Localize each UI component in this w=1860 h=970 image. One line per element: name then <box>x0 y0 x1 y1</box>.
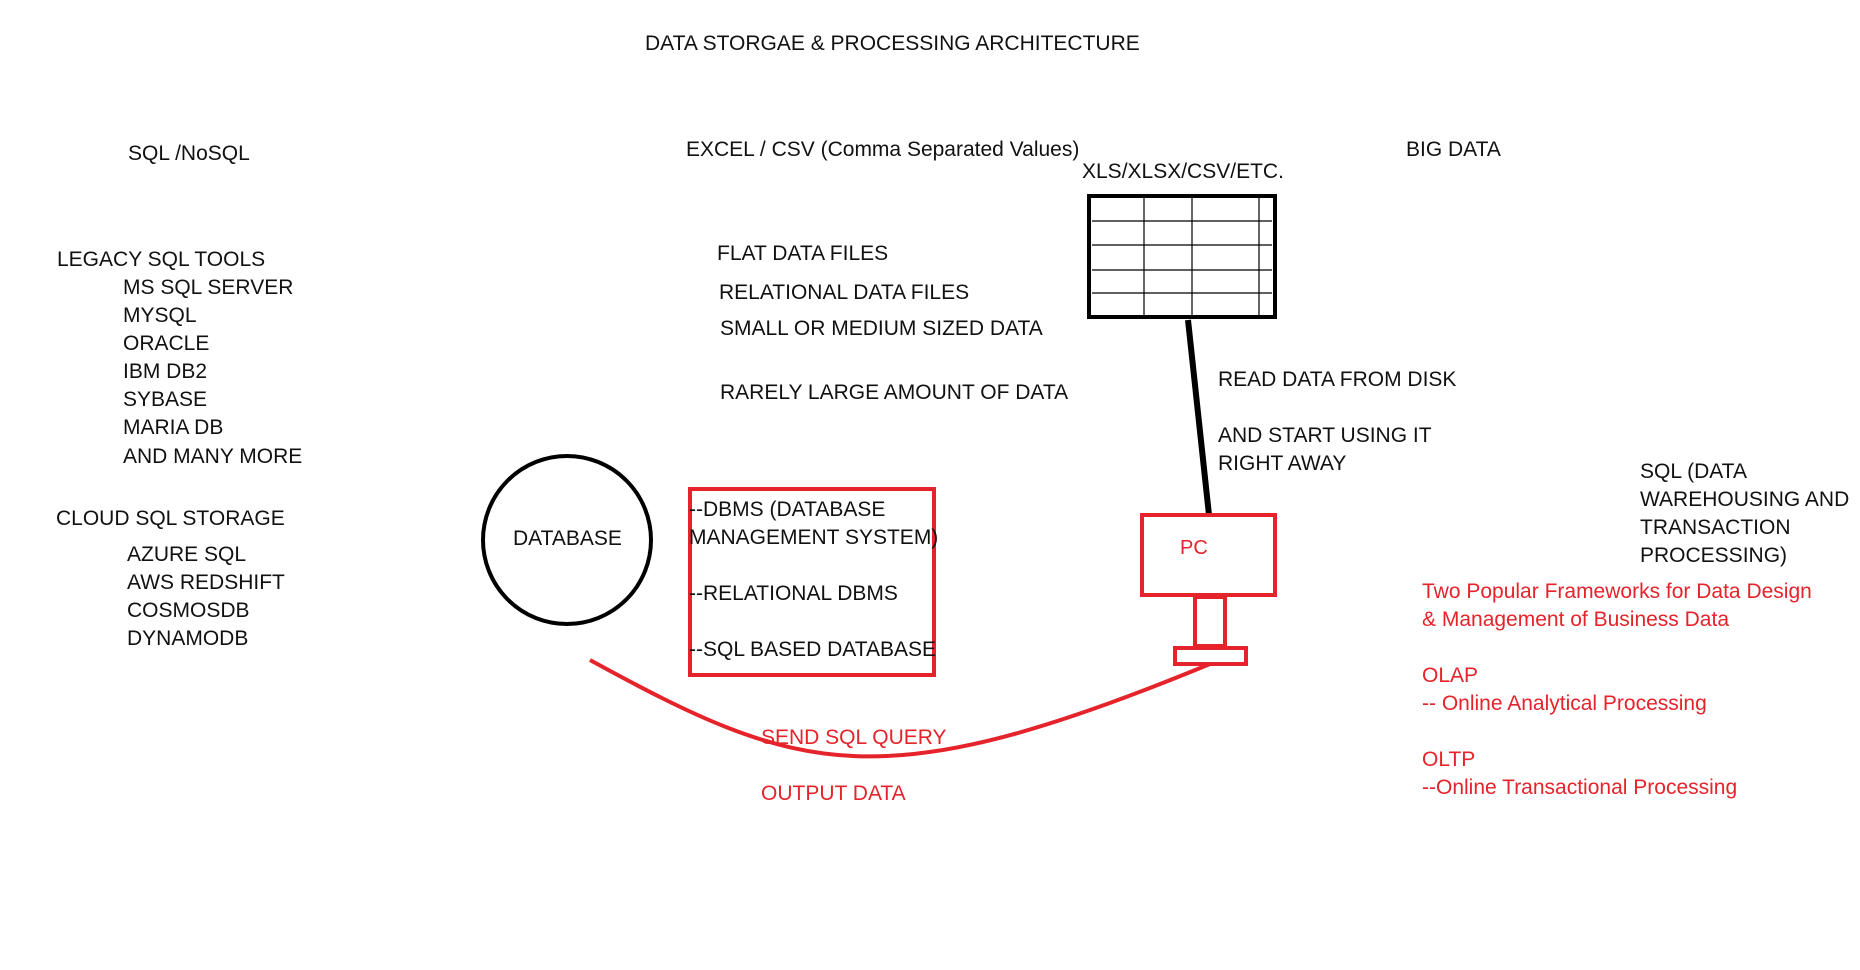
sql-line: PROCESSING) <box>1640 544 1788 567</box>
legacy-item: MARIA DB <box>123 416 224 439</box>
big-data-heading: BIG DATA <box>1406 138 1501 161</box>
file-types-label: XLS/XLSX/CSV/ETC. <box>1082 160 1284 183</box>
olap-label: OLAP <box>1422 664 1479 687</box>
oltp-label: OLTP <box>1422 748 1476 771</box>
database-label: DATABASE <box>513 527 622 550</box>
disk-line: AND START USING IT <box>1218 424 1432 447</box>
legacy-item: MYSQL <box>123 304 197 327</box>
dbms-line: --RELATIONAL DBMS <box>689 582 898 605</box>
query-connector-curve <box>589 658 1211 759</box>
cloud-item: COSMOSDB <box>127 599 250 622</box>
middle-line: SMALL OR MEDIUM SIZED DATA <box>720 317 1043 340</box>
sql-nosql-heading: SQL /NoSQL <box>128 142 250 165</box>
dbms-line: --DBMS (DATABASE <box>689 498 886 521</box>
sql-line: TRANSACTION <box>1640 516 1791 539</box>
frameworks-line: Two Popular Frameworks for Data Design <box>1422 580 1812 603</box>
cloud-item: AZURE SQL <box>127 543 247 566</box>
legacy-sql-label: LEGACY SQL TOOLS <box>57 248 266 271</box>
legacy-item: MS SQL SERVER <box>123 276 294 299</box>
sql-line: WAREHOUSING AND <box>1640 488 1850 511</box>
disk-line: READ DATA FROM DISK <box>1218 368 1457 391</box>
cloud-item: DYNAMODB <box>127 627 249 650</box>
olap-description: -- Online Analytical Processing <box>1422 692 1707 715</box>
dbms-line: MANAGEMENT SYSTEM) <box>689 526 939 549</box>
pc-monitor-icon <box>1140 513 1277 666</box>
send-query-label: SEND SQL QUERY <box>761 726 947 749</box>
page-title: DATA STORGAE & PROCESSING ARCHITECTURE <box>645 32 1140 55</box>
dbms-line: --SQL BASED DATABASE <box>689 638 937 661</box>
output-data-label: OUTPUT DATA <box>761 782 906 805</box>
cloud-item: AWS REDSHIFT <box>127 571 285 594</box>
frameworks-line: & Management of Business Data <box>1422 608 1730 631</box>
cloud-sql-label: CLOUD SQL STORAGE <box>56 507 285 530</box>
oltp-description: --Online Transactional Processing <box>1422 776 1738 799</box>
excel-csv-heading: EXCEL / CSV (Comma Separated Values) <box>686 138 1080 161</box>
legacy-item: SYBASE <box>123 388 208 411</box>
middle-line: RELATIONAL DATA FILES <box>719 281 970 304</box>
sql-line: SQL (DATA <box>1640 460 1747 483</box>
database-circle <box>481 454 653 626</box>
legacy-item: ORACLE <box>123 332 210 355</box>
legacy-item: IBM DB2 <box>123 360 208 383</box>
pc-label: PC <box>1180 537 1208 559</box>
disk-line: RIGHT AWAY <box>1218 452 1347 475</box>
dbms-box <box>688 487 936 677</box>
disk-connector-line <box>1185 319 1212 516</box>
middle-line: FLAT DATA FILES <box>717 242 889 265</box>
middle-line: RARELY LARGE AMOUNT OF DATA <box>720 381 1069 404</box>
spreadsheet-icon <box>1087 194 1277 319</box>
legacy-item: AND MANY MORE <box>123 445 303 468</box>
